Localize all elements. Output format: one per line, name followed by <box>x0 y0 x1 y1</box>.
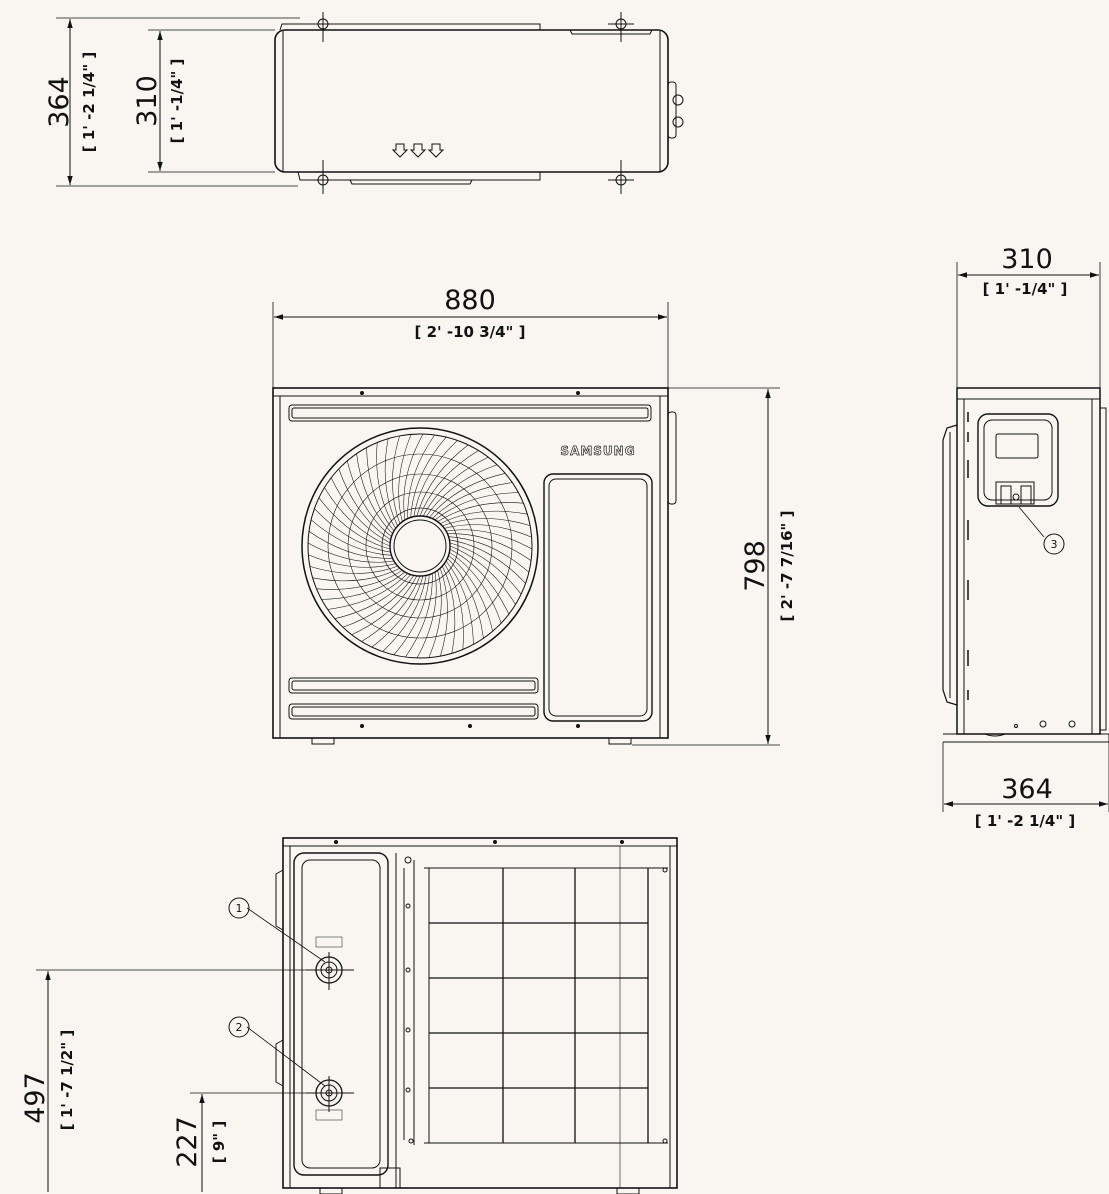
fan-spoke <box>371 575 424 648</box>
callout-3-label: 3 <box>1051 538 1058 551</box>
fan-spoke <box>366 447 395 532</box>
fan-spoke <box>449 551 502 624</box>
fan-spoke <box>327 573 408 610</box>
side-view <box>942 262 1109 812</box>
fan-spoke <box>439 568 448 657</box>
front-height-mm: 798 <box>740 540 771 592</box>
fan-spoke <box>318 497 391 550</box>
fan-spoke <box>449 548 510 615</box>
lower-port-icon <box>306 1076 354 1112</box>
top-depth-total-mm: 364 <box>44 76 75 128</box>
callout-2-circle <box>228 1016 250 1038</box>
front-width-mm: 880 <box>444 285 496 316</box>
rear-view-body <box>282 837 678 1189</box>
top-depth-body-mm: 310 <box>132 75 163 127</box>
fan-spoke <box>384 438 398 527</box>
fan-spoke <box>307 542 395 563</box>
fan-spoke <box>447 533 532 561</box>
side-depth-body-imperial: [ 1' -1/4" ] <box>983 280 1068 298</box>
fan-spoke <box>432 482 513 519</box>
fan-spoke <box>405 573 433 658</box>
side-depth-total-mm: 364 <box>1001 774 1053 805</box>
fan-spoke <box>437 502 524 522</box>
top-depth-total-imperial: [ 1' -2 1/4" ] <box>80 52 98 152</box>
fan-spoke <box>442 518 531 527</box>
fan-spoke <box>449 542 522 595</box>
fan-spoke <box>308 531 393 559</box>
fan-spoke <box>434 492 519 521</box>
rear-grille <box>429 868 649 1143</box>
fan-spoke <box>338 468 391 541</box>
fan-spoke <box>449 545 516 605</box>
fan-spoke <box>351 575 418 636</box>
top-view <box>56 12 684 194</box>
samsung-logo: SAMSUNG <box>560 444 635 458</box>
fan-spoke <box>445 560 474 645</box>
fan-spoke <box>310 519 392 556</box>
callout-2-label: 2 <box>236 1021 243 1034</box>
fan-spoke <box>444 563 464 650</box>
front-view <box>272 302 780 746</box>
front-height-imperial: [ 2' -7 7/16" ] <box>778 511 796 622</box>
service-valve-cover <box>977 413 1059 507</box>
top-view-mount-crosshairs <box>310 12 634 194</box>
fan-spoke <box>342 575 415 628</box>
fan-spoke <box>416 571 437 659</box>
fan-spoke <box>416 444 469 517</box>
grille-screws <box>405 867 668 1144</box>
fan-spoke <box>356 453 393 534</box>
fan-spoke <box>334 574 411 619</box>
fan-spoke <box>398 434 412 522</box>
fan-spoke <box>445 529 533 550</box>
fan-spoke <box>448 555 493 632</box>
fan-spoke <box>429 473 506 518</box>
fan-spoke <box>422 456 489 517</box>
fan-spoke <box>312 568 401 582</box>
callout-3-circle <box>1043 533 1065 555</box>
fan-spoke <box>419 450 479 517</box>
fan-spoke <box>448 536 530 573</box>
fan-spoke <box>324 487 391 547</box>
fan-spoke <box>439 510 528 524</box>
fan-spoke <box>425 464 498 517</box>
callout-1-circle <box>228 897 250 919</box>
fan-spoke <box>316 570 403 590</box>
fan-spoke <box>321 571 406 600</box>
rear-view <box>36 837 678 1194</box>
fan-spoke <box>407 434 435 519</box>
fan-spoke <box>447 558 484 639</box>
fan-spoke <box>449 539 526 584</box>
fan-spoke <box>442 565 456 654</box>
front-view-body <box>272 387 669 739</box>
top-view-body <box>274 29 669 173</box>
side-depth-total-imperial: [ 1' -2 1/4" ] <box>975 812 1075 830</box>
top-depth-body-imperial: [ 1' -1/4" ] <box>168 59 186 144</box>
fan-spoke <box>444 524 532 538</box>
fan-spoke <box>413 440 458 517</box>
callout-1-label: 1 <box>236 902 243 915</box>
fan-spoke <box>361 575 421 642</box>
side-depth-body-mm: 310 <box>1001 244 1053 275</box>
fan-spoke <box>330 477 391 544</box>
fan-guard-icon <box>301 427 539 665</box>
rear-lower-port-mm: 227 <box>172 1116 203 1168</box>
fan-spoke <box>376 442 396 529</box>
fan-spoke <box>392 435 401 524</box>
fan-spoke <box>382 575 427 652</box>
fan-spoke <box>410 436 447 518</box>
rear-lower-port-imperial: [ 9" ] <box>210 1121 228 1163</box>
fan-spoke <box>347 460 392 537</box>
fan-spoke <box>428 570 442 658</box>
fan-spoke <box>308 554 396 568</box>
front-width-imperial: [ 2' -10 3/4" ] <box>415 323 526 341</box>
fan-spoke <box>309 565 398 574</box>
upper-port-icon <box>306 952 354 990</box>
fan-spoke <box>393 574 430 656</box>
airflow-arrows-icon <box>391 143 445 158</box>
fan-spoke <box>403 433 424 521</box>
rear-upper-port-mm: 497 <box>20 1072 51 1124</box>
rear-upper-port-imperial: [ 1' -7 1/2" ] <box>58 1030 76 1130</box>
fan-spoke <box>314 508 391 553</box>
